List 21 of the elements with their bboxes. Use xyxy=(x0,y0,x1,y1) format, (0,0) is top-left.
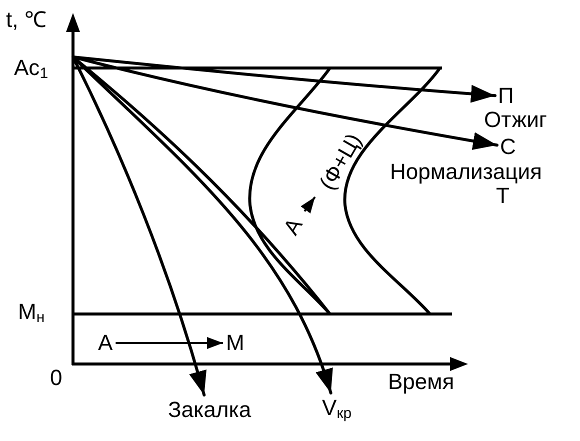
axis-label: Время xyxy=(388,370,454,394)
process-label: Нормализация xyxy=(390,160,542,184)
arrow xyxy=(300,196,316,214)
node-text: Закалка xyxy=(168,398,252,422)
cooling-curve xyxy=(72,56,498,150)
node-text: М xyxy=(226,331,244,355)
node-text: А xyxy=(98,331,113,355)
structure-label: Т xyxy=(496,184,510,208)
cooling-curve xyxy=(72,56,206,396)
temperature-label: M$_{н}$ xyxy=(18,300,45,328)
axis-label: t, ℃ xyxy=(6,8,46,32)
node-text: С xyxy=(500,135,516,159)
arrow xyxy=(116,337,223,349)
process-label: Отжиг xyxy=(484,108,547,132)
axis-label: 0 xyxy=(50,366,62,390)
node-text: А xyxy=(279,214,308,239)
node-text: П xyxy=(498,84,514,108)
temperature-label: Ac$_{1}$ xyxy=(14,56,48,84)
cooling-curve xyxy=(72,56,496,103)
cooling-curve xyxy=(72,56,332,394)
node-text: V$_{кр}$ xyxy=(322,396,352,426)
